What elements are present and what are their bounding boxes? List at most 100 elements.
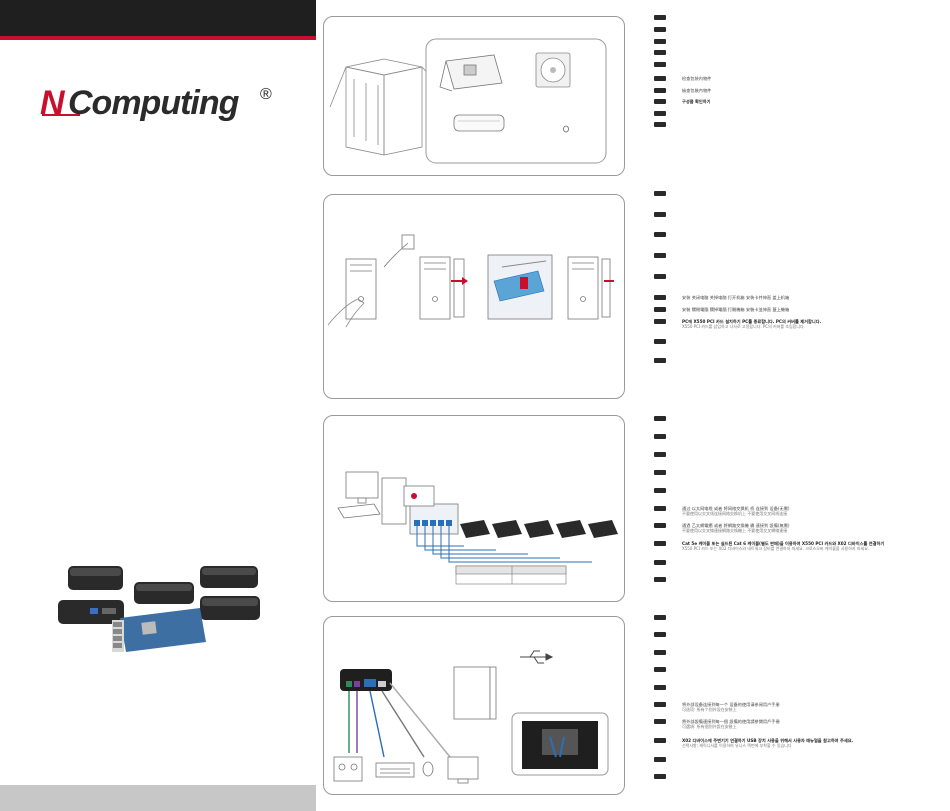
instruction-line (654, 665, 666, 674)
instruction-text: PC에 X550 PCI 카드 설치하기 PC를 종료합니다. PC의 커버를 … (682, 318, 822, 324)
arrow-head-icon (462, 277, 468, 285)
instruction-subtext: 可选项: 所有个别外设在安装上 (682, 707, 737, 712)
peripheral-cables (348, 682, 451, 758)
logo-letter-n: N (40, 84, 65, 122)
language-marker-icon (654, 50, 666, 55)
language-marker-icon (654, 615, 666, 620)
x02-device-icon (524, 520, 554, 538)
language-marker-icon (654, 99, 666, 104)
instruction-line: 通過 乙太網電纜 或者 將網路交換機 橋 連接到 設備(無需) (654, 521, 790, 530)
header-accent-stripe (0, 36, 316, 40)
instruction-subtext: 不要使用以交叉線連接網路交換機上 不要使用交叉網線連接 (682, 528, 788, 533)
language-marker-icon (654, 757, 666, 762)
instruction-text: X02 디바이스에 주변기기 연결하기 USB 장치 사용을 위해서 사용자 매… (682, 737, 854, 743)
x02-device-icon (58, 600, 124, 624)
open-pc-card-insert-icon (487, 254, 553, 320)
product-photo (58, 566, 260, 652)
instruction-line (654, 210, 666, 219)
screw-icon (563, 125, 569, 133)
step-panel-package-contents (323, 16, 625, 176)
hand-press-icon (327, 298, 365, 328)
instruction-line (654, 109, 666, 118)
instruction-line: 通过 以太网电缆 或者 将网络交换机 桥 连接到 设备(无需) (654, 504, 790, 513)
instruction-line (654, 486, 666, 495)
instruction-line (654, 251, 666, 260)
instruction-line (654, 414, 666, 423)
x02-device-icon (200, 566, 258, 588)
instruction-line (654, 755, 666, 764)
pc-tower-icon (419, 256, 465, 320)
language-marker-icon (654, 27, 666, 32)
network-connection-illustration (337, 471, 618, 585)
instruction-line (654, 25, 666, 34)
logo-swoosh-icon (42, 114, 80, 116)
language-marker-icon (654, 62, 666, 67)
step-panel-peripherals (323, 616, 625, 795)
language-marker-icon (654, 685, 666, 690)
x02-device-icon (556, 520, 586, 538)
language-marker-icon (654, 319, 666, 324)
language-marker-icon (654, 307, 666, 312)
language-marker-icon (654, 560, 666, 565)
language-marker-icon (654, 470, 666, 475)
cable-spec-table (455, 565, 567, 585)
language-marker-icon (654, 702, 666, 707)
instruction-line: 将外部设备连接到每一个 设备的使用请参阅用户手册 (654, 700, 780, 709)
instruction-line: 检查包装内物件 (654, 74, 711, 83)
step-panel-network-connection (323, 415, 625, 602)
instruction-line (654, 432, 666, 441)
instruction-line (654, 189, 666, 198)
instruction-line: 구성품 확인하기 (654, 97, 710, 106)
pc-tower-icon (345, 258, 377, 320)
footer-band (0, 785, 316, 811)
monitor-icon (447, 756, 479, 784)
ethernet-cables (416, 526, 592, 563)
pc-tower-icon (453, 666, 497, 720)
language-marker-icon (654, 212, 666, 217)
language-marker-icon (654, 416, 666, 421)
language-marker-icon (654, 632, 666, 637)
power-plug-icon (383, 234, 415, 268)
instruction-line (654, 613, 666, 622)
language-marker-icon (654, 191, 666, 196)
instruction-line: 檢查包裝內物件 (654, 86, 711, 95)
language-marker-icon (654, 88, 666, 93)
instruction-line: X02 디바이스에 주변기기 연결하기 USB 장치 사용을 위해서 사용자 매… (654, 736, 853, 745)
instruction-line (654, 120, 666, 129)
language-marker-icon (654, 577, 666, 582)
language-marker-icon (654, 15, 666, 20)
instruction-line (654, 648, 666, 657)
x02-device-icon (68, 566, 123, 590)
language-marker-icon (654, 667, 666, 672)
ncomputing-logo: N Computing ® (40, 84, 280, 124)
instruction-line (654, 13, 666, 22)
instruction-line (654, 683, 666, 692)
language-marker-icon (654, 719, 666, 724)
instruction-text: 通过 以太网电缆 或者 将网络交换机 桥 连接到 设备(无需) (682, 505, 790, 511)
instruction-line (654, 558, 666, 567)
language-marker-icon (654, 111, 666, 116)
language-marker-icon (654, 452, 666, 457)
language-marker-icon (654, 434, 666, 439)
language-marker-icon (654, 358, 666, 363)
card-callout-icon (403, 485, 435, 507)
instruction-subtext: X550 PCI 카드 또는 X02 디바이스와 네트워크 장비를 연결하지 마… (682, 546, 870, 551)
instruction-line (654, 356, 666, 365)
instruction-line (654, 230, 666, 239)
pc-tower-icon (381, 477, 407, 525)
instruction-text: 구성품 확인하기 (682, 98, 711, 104)
language-marker-icon (654, 523, 666, 528)
instruction-line: Cat 5e 케이블 또는 실드된 Cat 6 케이블(별도 판매)을 이용하여… (654, 539, 884, 548)
instruction-subtext: 可選項: 所有個別外設在安裝上 (682, 724, 737, 729)
x02-device-icon (492, 520, 522, 538)
x02-device-icon (588, 520, 618, 538)
language-marker-icon (654, 541, 666, 546)
instruction-line (654, 630, 666, 639)
instruction-line (654, 272, 666, 281)
pci-card-icon (439, 54, 503, 92)
instruction-line (654, 468, 666, 477)
network-switch-icon (409, 503, 459, 535)
instruction-subtext: X550 PCI 카드를 삽입하고 나사로 고정합니다. PC의 커버를 조립합… (682, 324, 805, 329)
instruction-text: 安装 关闭电脑 关掉电脑 打开机箱 安装卡并伸直 盖上机箱 (682, 294, 790, 300)
package-contents-illustration (329, 38, 607, 164)
